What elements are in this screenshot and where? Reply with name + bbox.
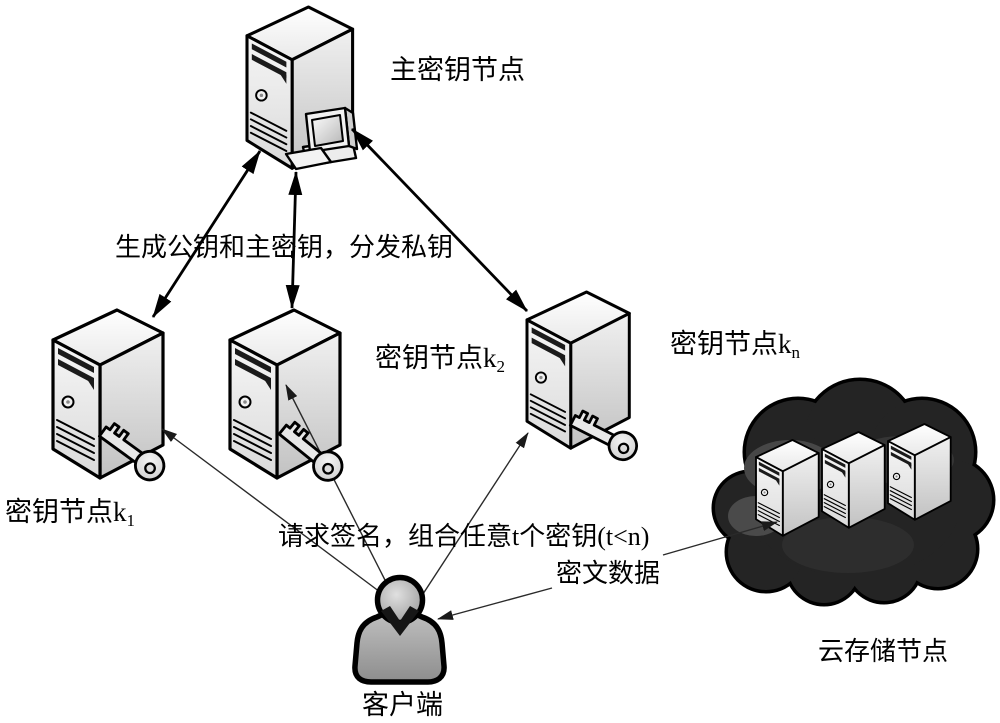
master-key-node-icon (245, 5, 359, 171)
request-sign-label: 请求签名，组合任意t个密钥(t<n) (278, 522, 649, 551)
k1-label: 密钥节点k1 (5, 497, 135, 530)
k2-label: 密钥节点k2 (375, 343, 505, 376)
arrow-client-to-cloud (662, 521, 778, 556)
distribute-keys-label: 生成公钥和主密钥，分发私钥 (115, 233, 453, 262)
arrow-master-k1 (151, 150, 262, 318)
arrow-cloud-to-client (437, 587, 553, 620)
line-client-k1 (161, 428, 381, 593)
desktop-pc-icon (284, 106, 359, 171)
cloud-label: 云存储节点 (818, 637, 948, 666)
kn-label: 密钥节点kn (670, 329, 801, 362)
line-client-kn (420, 432, 529, 598)
cloud-storage-icon (711, 377, 996, 607)
person-torso (352, 609, 447, 685)
arrow-master-kn (350, 128, 529, 312)
cloud-server-icon (821, 431, 886, 529)
cloud-server-icon (887, 423, 952, 521)
arrow-master-k2 (285, 171, 303, 309)
ciphertext-label: 密文数据 (556, 559, 660, 588)
cloud-server-icon (755, 439, 820, 537)
person-head (374, 574, 426, 626)
line-client-k2 (285, 384, 387, 583)
master-node-label: 主密钥节点 (390, 55, 525, 85)
person-collar (381, 606, 419, 636)
client-label: 客户端 (362, 690, 443, 720)
client-person-icon (352, 574, 447, 685)
